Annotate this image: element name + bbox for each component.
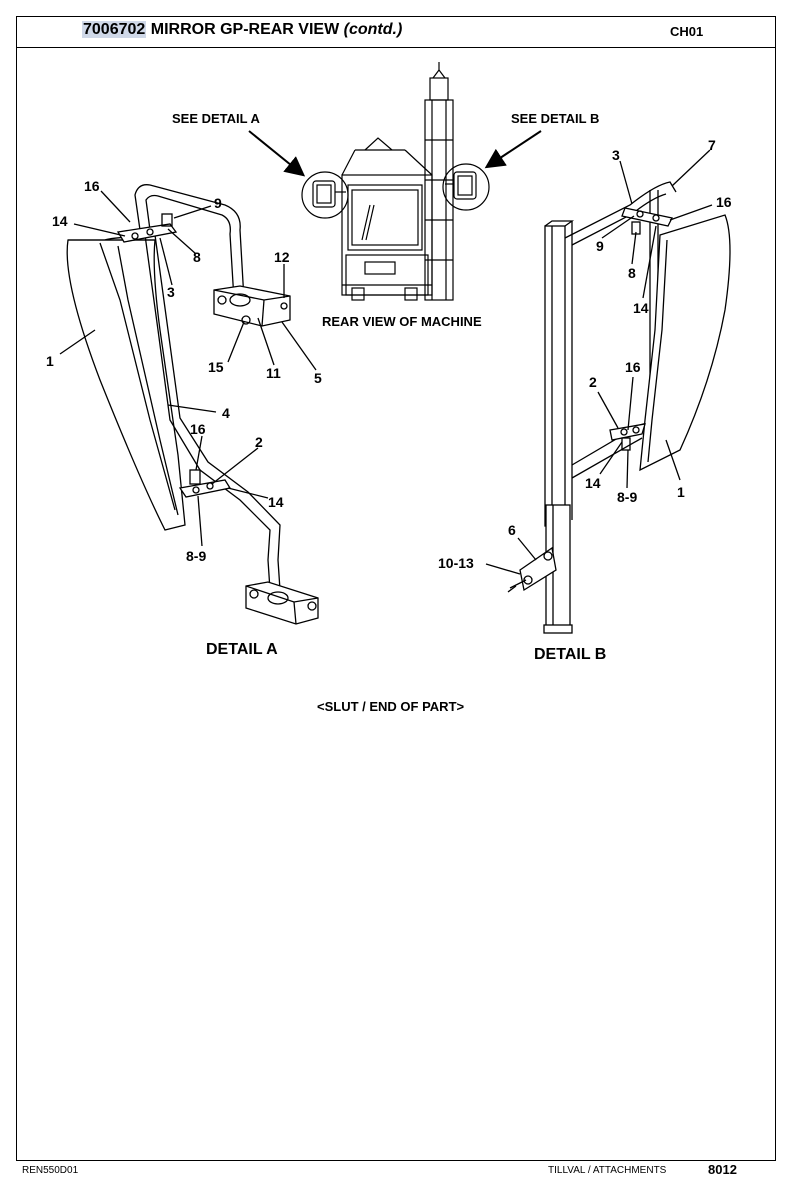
callout-b-14-bot: 14 (585, 475, 601, 491)
page-frame (16, 16, 776, 1161)
callout-b-9: 9 (596, 238, 604, 254)
callout-a-11: 11 (266, 365, 281, 381)
detail-b-drawing (485, 149, 731, 634)
callout-b-3: 3 (612, 147, 620, 163)
title-suffix: (contd.) (343, 21, 403, 38)
end-of-part-note: <SLUT / END OF PART> (317, 699, 465, 714)
callout-b-7: 7 (708, 137, 716, 153)
callout-b-8-9: 8-9 (617, 489, 637, 505)
callout-b-6: 6 (508, 522, 516, 538)
part-number: 7006702 (82, 21, 147, 38)
callout-a-9: 9 (214, 195, 222, 211)
callout-b-16-mid: 16 (625, 359, 641, 375)
see-detail-a-label: SEE DETAIL A (172, 111, 260, 126)
callout-b-1: 1 (677, 484, 685, 500)
header-divider (16, 47, 776, 48)
callout-a-16-mid: 16 (190, 421, 206, 437)
see-detail-b-label: SEE DETAIL B (511, 111, 599, 126)
callout-b-16-top: 16 (716, 194, 732, 210)
callout-a-15: 15 (208, 359, 224, 375)
callout-b-10-13: 10-13 (438, 555, 474, 571)
callout-a-8-9: 8-9 (186, 548, 206, 564)
rear-view-caption: REAR VIEW OF MACHINE (322, 314, 482, 329)
chapter-code: CH01 (670, 24, 704, 39)
callout-b-2: 2 (589, 374, 597, 390)
page-title: 7006702 MIRROR GP-REAR VIEW (contd.) (82, 21, 402, 39)
callout-a-12: 12 (274, 249, 290, 265)
detail-a-caption: DETAIL A (206, 641, 278, 658)
callout-b-14-top: 14 (633, 300, 649, 316)
detail-b-caption: DETAIL B (534, 646, 606, 663)
callout-a-5: 5 (314, 370, 322, 386)
callout-a-4: 4 (222, 405, 230, 421)
footer-page-number: 8012 (708, 1162, 737, 1177)
callout-b-8: 8 (628, 265, 636, 281)
callout-a-2: 2 (255, 434, 263, 450)
callout-a-16-top: 16 (84, 178, 100, 194)
callout-a-8: 8 (193, 249, 201, 265)
rear-view-machine (248, 62, 542, 301)
title-text: MIRROR GP-REAR VIEW (146, 21, 344, 38)
footer-section: TILLVAL / ATTACHMENTS (548, 1165, 667, 1176)
callout-a-1: 1 (46, 353, 54, 369)
callout-a-14-bot: 14 (268, 494, 284, 510)
detail-a-drawing (59, 184, 319, 625)
callout-a-14-top: 14 (52, 213, 68, 229)
callout-a-3: 3 (167, 284, 175, 300)
footer-doc-code: REN550D01 (22, 1165, 79, 1176)
